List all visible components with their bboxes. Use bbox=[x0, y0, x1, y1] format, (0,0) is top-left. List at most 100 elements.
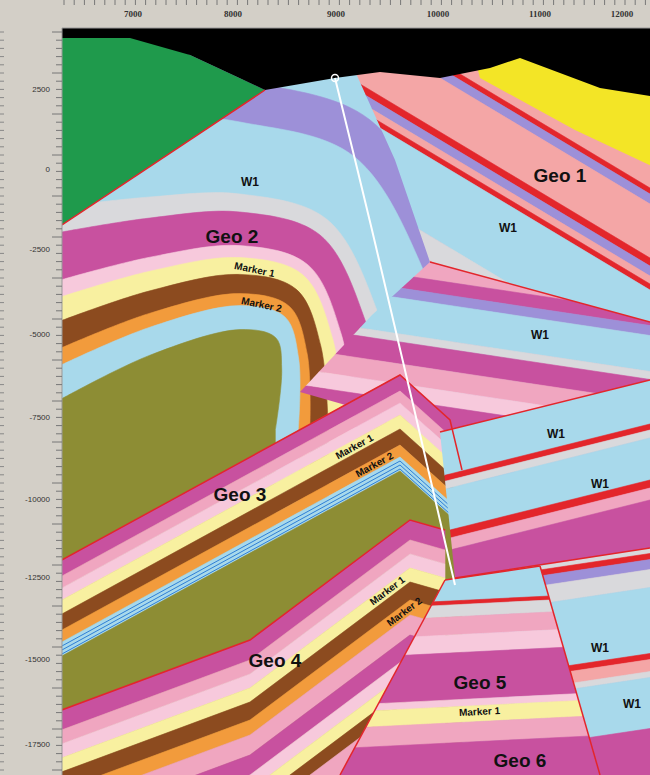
ruler-tick bbox=[186, 0, 187, 5]
ruler-tick bbox=[257, 0, 258, 5]
ruler-tick bbox=[52, 647, 62, 648]
ruler-tick bbox=[0, 196, 4, 197]
axis-tick-label: 8000 bbox=[224, 10, 242, 19]
ruler-tick bbox=[0, 105, 4, 106]
ruler-tick bbox=[52, 155, 62, 156]
ruler-tick bbox=[56, 384, 62, 385]
ruler-tick bbox=[0, 491, 4, 492]
ruler-tick bbox=[0, 548, 4, 549]
ruler-tick bbox=[52, 483, 62, 484]
ruler-tick bbox=[268, 0, 269, 5]
water-zone-label: W1 bbox=[623, 698, 641, 710]
ruler-tick bbox=[0, 753, 4, 754]
ruler-tick bbox=[0, 56, 4, 57]
ruler-tick bbox=[56, 737, 62, 738]
ruler-tick bbox=[56, 499, 62, 500]
ruler-tick bbox=[52, 401, 62, 402]
ruler-tick bbox=[0, 343, 4, 344]
ruler-tick bbox=[176, 0, 177, 5]
ruler-tick bbox=[56, 228, 62, 229]
water-zone-label: W1 bbox=[499, 222, 517, 234]
ruler-tick bbox=[56, 556, 62, 557]
ruler-tick bbox=[451, 0, 452, 5]
ruler-tick bbox=[0, 269, 4, 270]
ruler-tick bbox=[56, 245, 62, 246]
ruler-tick bbox=[52, 319, 62, 320]
ruler-tick bbox=[94, 0, 95, 5]
ruler-tick bbox=[135, 0, 136, 5]
ruler-tick bbox=[56, 696, 62, 697]
ruler-tick bbox=[52, 729, 62, 730]
axis-tick-label: -10000 bbox=[25, 496, 50, 504]
ruler-tick bbox=[0, 32, 4, 33]
ruler-tick bbox=[56, 417, 62, 418]
ruler-tick bbox=[0, 212, 4, 213]
ruler-tick bbox=[56, 253, 62, 254]
ruler-tick bbox=[56, 81, 62, 82]
ruler-tick bbox=[52, 524, 62, 525]
ruler-tick bbox=[56, 187, 62, 188]
water-zone-label: W1 bbox=[591, 642, 609, 654]
marker-bed-label: Marker 2 bbox=[241, 296, 283, 314]
ruler-tick bbox=[56, 97, 62, 98]
ruler-tick bbox=[0, 163, 4, 164]
ruler-tick bbox=[523, 0, 524, 5]
ruler-tick bbox=[512, 0, 513, 5]
section-plot bbox=[62, 28, 650, 775]
ruler-tick bbox=[52, 114, 62, 115]
ruler-tick bbox=[0, 474, 4, 475]
ruler-tick bbox=[56, 310, 62, 311]
ruler-tick bbox=[431, 0, 432, 5]
ruler-tick bbox=[308, 0, 309, 5]
ruler-tick bbox=[0, 319, 4, 320]
ruler-tick bbox=[0, 589, 4, 590]
ruler-tick bbox=[52, 196, 62, 197]
ruler-tick bbox=[0, 138, 4, 139]
ruler-tick bbox=[441, 0, 442, 5]
ruler-tick bbox=[645, 0, 646, 5]
ruler-tick bbox=[0, 671, 4, 672]
ruler-tick bbox=[625, 0, 626, 5]
ruler-tick bbox=[52, 770, 62, 771]
ruler-tick bbox=[56, 614, 62, 615]
ruler-tick bbox=[56, 458, 62, 459]
axis-tick-label: -2500 bbox=[30, 246, 50, 254]
axis-tick-label: 0 bbox=[46, 166, 50, 174]
fault-line bbox=[540, 566, 600, 775]
ruler-tick bbox=[56, 392, 62, 393]
ruler-tick bbox=[0, 532, 4, 533]
ruler-tick bbox=[52, 237, 62, 238]
ruler-tick bbox=[584, 0, 585, 5]
ruler-tick bbox=[0, 351, 4, 352]
fault-line bbox=[430, 262, 650, 322]
ruler-tick bbox=[56, 220, 62, 221]
ruler-tick bbox=[247, 0, 248, 5]
ruler-tick bbox=[0, 97, 4, 98]
ruler-tick bbox=[125, 0, 126, 5]
ruler-tick bbox=[115, 0, 116, 5]
ruler-tick bbox=[0, 237, 4, 238]
ruler-tick bbox=[0, 302, 4, 303]
ruler-tick bbox=[349, 0, 350, 5]
ruler-tick bbox=[0, 622, 4, 623]
ruler-tick bbox=[0, 770, 4, 771]
ruler-tick bbox=[56, 163, 62, 164]
ruler-tick bbox=[0, 114, 4, 115]
axis-tick-label: 11000 bbox=[529, 10, 551, 19]
ruler-tick bbox=[0, 507, 4, 508]
ruler-tick bbox=[0, 48, 4, 49]
ruler-tick bbox=[56, 507, 62, 508]
ruler-tick bbox=[56, 105, 62, 106]
ruler-tick bbox=[0, 614, 4, 615]
ruler-tick bbox=[56, 294, 62, 295]
ruler-tick bbox=[0, 573, 4, 574]
ruler-tick bbox=[56, 630, 62, 631]
ruler-tick bbox=[563, 0, 564, 5]
ruler-tick bbox=[0, 540, 4, 541]
ruler-tick bbox=[0, 450, 4, 451]
ruler-tick bbox=[227, 0, 228, 5]
ruler-tick bbox=[0, 409, 4, 410]
ruler-tick bbox=[56, 425, 62, 426]
